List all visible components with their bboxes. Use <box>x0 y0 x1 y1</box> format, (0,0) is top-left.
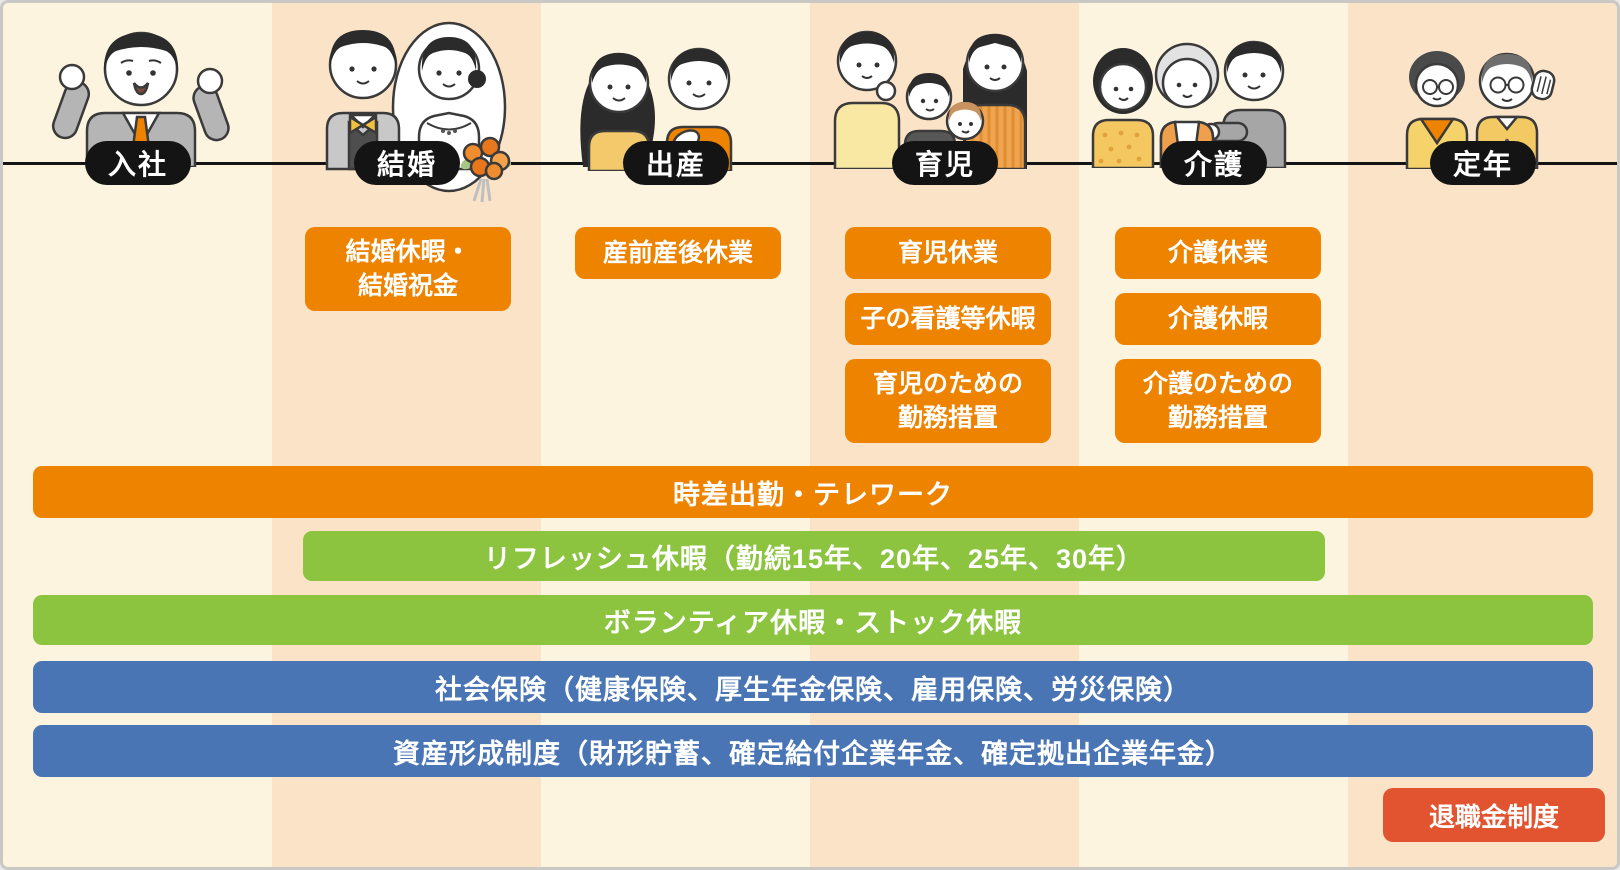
benefit-box-childcare-leave-label: 育児休業 <box>897 239 998 267</box>
stage-pill-childbirth: 出産 <box>623 141 729 185</box>
bar-asset-formation-label: 資産形成制度（財形貯蓄、確定給付企業年金、確定拠出企業年金） <box>393 738 1233 769</box>
stage-pill-caregiving-label: 介護 <box>1183 149 1244 180</box>
benefit-box-marriage-leave: 結婚休暇・ 結婚祝金 <box>305 227 511 311</box>
benefit-box-maternity-leave: 産前産後休業 <box>575 227 781 279</box>
benefit-box-child-nursing-leave-label: 子の看護等休暇 <box>860 305 1036 333</box>
stage-pill-retirement-label: 定年 <box>1452 149 1513 180</box>
benefit-box-maternity-leave-label: 産前産後休業 <box>602 239 753 267</box>
bar-staggered-commute-telework: 時差出勤・テレワーク <box>33 466 1593 518</box>
benefit-box-care-leave: 介護休業 <box>1115 227 1321 279</box>
stage-pill-marriage: 結婚 <box>354 141 460 185</box>
bar-staggered-commute-telework-label: 時差出勤・テレワーク <box>673 479 953 510</box>
bar-social-insurance-label: 社会保険（健康保険、厚生年金保険、雇用保険、労災保険） <box>435 674 1191 705</box>
stage-pill-joining-label: 入社 <box>107 149 168 180</box>
stage-pill-marriage-label: 結婚 <box>376 149 437 180</box>
bar-social-insurance: 社会保険（健康保険、厚生年金保険、雇用保険、労災保険） <box>33 661 1593 713</box>
timeline-line <box>3 162 1617 165</box>
stage-pill-retirement: 定年 <box>1430 141 1536 185</box>
caregiving-illustration <box>1091 40 1287 168</box>
benefit-box-child-nursing-leave: 子の看護等休暇 <box>845 293 1051 345</box>
stage-pill-caregiving: 介護 <box>1161 141 1267 185</box>
benefit-box-childcare-work-arrangement-label: 育児のための 勤務措置 <box>872 370 1023 432</box>
benefit-box-childcare-leave: 育児休業 <box>845 227 1051 279</box>
benefit-box-care-work-arrangement: 介護のための 勤務措置 <box>1115 359 1321 443</box>
bar-refresh-leave-label: リフレッシュ休暇（勤続15年、20年、25年、30年） <box>483 543 1145 574</box>
benefit-box-care-work-arrangement-label: 介護のための 勤務措置 <box>1142 370 1293 432</box>
benefit-box-care-days-off: 介護休暇 <box>1115 293 1321 345</box>
stage-pill-childbirth-label: 出産 <box>645 149 706 180</box>
box-retirement-allowance: 退職金制度 <box>1383 788 1605 842</box>
childcare-illustration <box>833 30 1027 169</box>
benefit-box-care-leave-label: 介護休業 <box>1167 239 1268 267</box>
bar-refresh-leave: リフレッシュ休暇（勤続15年、20年、25年、30年） <box>303 531 1325 581</box>
bar-volunteer-stock-leave: ボランティア休暇・ストック休暇 <box>33 595 1593 645</box>
benefit-box-care-days-off-label: 介護休暇 <box>1167 305 1268 333</box>
stage-pill-childcare: 育児 <box>892 141 998 185</box>
benefit-box-marriage-leave-label: 結婚休暇・ 結婚祝金 <box>345 238 471 300</box>
bar-asset-formation: 資産形成制度（財形貯蓄、確定給付企業年金、確定拠出企業年金） <box>33 725 1593 777</box>
stage-pill-joining: 入社 <box>85 141 191 185</box>
benefit-box-childcare-work-arrangement: 育児のための 勤務措置 <box>845 359 1051 443</box>
bar-volunteer-stock-leave-label: ボランティア休暇・ストック休暇 <box>603 607 1023 638</box>
stage-pill-childcare-label: 育児 <box>914 149 975 180</box>
box-retirement-allowance-label: 退職金制度 <box>1428 801 1559 832</box>
